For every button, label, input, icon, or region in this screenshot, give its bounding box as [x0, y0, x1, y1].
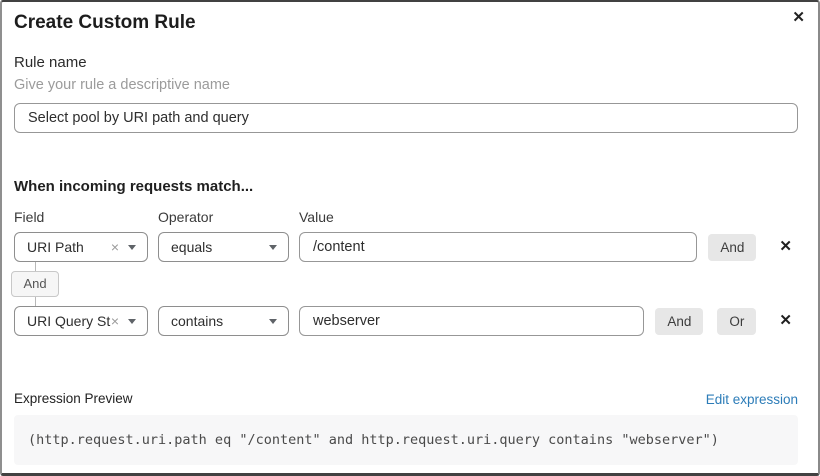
clear-icon[interactable]: × — [110, 313, 119, 329]
connector-line-top — [34, 262, 36, 271]
value-input-row2[interactable] — [299, 306, 645, 336]
column-labels: Field Operator Value — [14, 209, 798, 226]
operator-column-label: Operator — [158, 209, 214, 225]
condition-row-1: URI Path × equals And ✕ — [14, 232, 798, 262]
chevron-down-icon — [269, 318, 277, 324]
rule-name-input[interactable] — [14, 103, 798, 133]
connector-line-bottom — [34, 297, 36, 306]
value-input-row1[interactable] — [299, 232, 698, 262]
chevron-down-icon — [128, 318, 136, 324]
operator-select-row2-value: contains — [171, 313, 224, 329]
or-button-row2[interactable]: Or — [717, 307, 757, 335]
expression-preview-header: Expression Preview Edit expression — [14, 390, 798, 408]
row2-logic-buttons: And Or — [655, 307, 757, 335]
match-section-heading: When incoming requests match... — [14, 178, 254, 195]
dialog-title: Create Custom Rule — [14, 12, 196, 33]
field-select-row1[interactable]: URI Path × — [14, 232, 148, 262]
rule-name-label: Rule name — [14, 54, 87, 71]
close-icon[interactable]: ✕ — [792, 9, 805, 26]
chevron-down-icon — [269, 244, 277, 250]
row1-logic-buttons: And — [708, 233, 757, 261]
chevron-down-icon — [128, 244, 136, 250]
value-column-label: Value — [299, 209, 334, 225]
row-connector: And — [11, 262, 59, 306]
and-button-row2[interactable]: And — [655, 307, 704, 335]
expression-code: (http.request.uri.path eq "/content" and… — [14, 415, 798, 465]
connector-and-badge: And — [11, 271, 59, 297]
delete-row2-icon[interactable]: ✕ — [779, 312, 792, 329]
field-select-row2[interactable]: URI Query St... × — [14, 306, 148, 336]
clear-icon[interactable]: × — [110, 239, 119, 255]
field-column-label: Field — [14, 209, 45, 225]
operator-select-row1-value: equals — [171, 239, 213, 255]
edit-expression-link[interactable]: Edit expression — [705, 391, 798, 407]
and-button-row1[interactable]: And — [708, 233, 757, 261]
field-select-row2-value: URI Query St... — [27, 313, 111, 329]
expression-preview-label: Expression Preview — [14, 391, 133, 406]
operator-select-row1[interactable]: equals — [158, 232, 289, 262]
field-select-row1-value: URI Path — [27, 239, 84, 255]
condition-row-2: URI Query St... × contains And Or ✕ — [14, 306, 798, 336]
rule-name-helper: Give your rule a descriptive name — [14, 77, 230, 93]
delete-row1-icon[interactable]: ✕ — [779, 238, 792, 255]
operator-select-row2[interactable]: contains — [158, 306, 289, 336]
